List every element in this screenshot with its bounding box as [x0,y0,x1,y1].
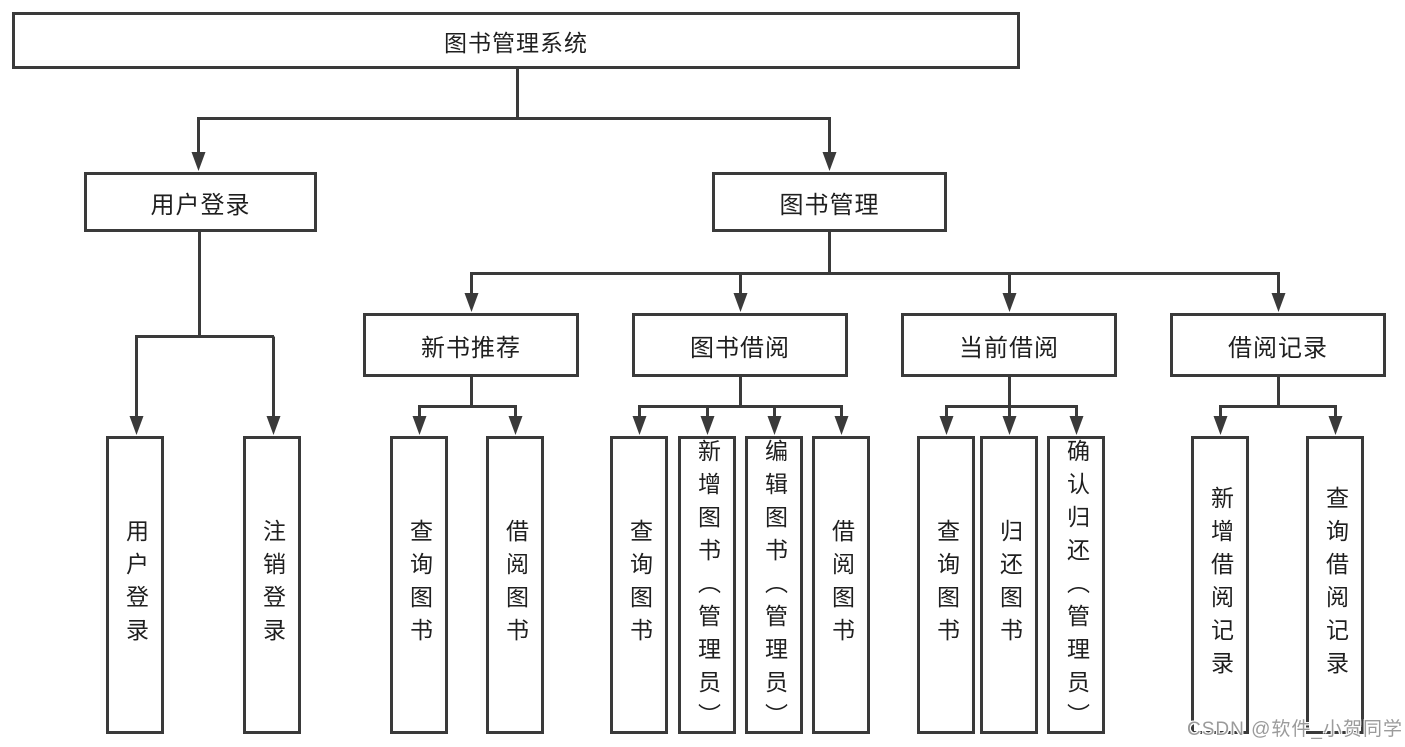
leaf-query-borrow-record: 查询借阅记录 [1306,436,1364,734]
node-user-login: 用户登录 [84,172,317,232]
node-borrow-records: 借阅记录 [1170,313,1386,377]
leaf-label: 新增借阅记录 [1207,486,1234,684]
node-current-borrow: 当前借阅 [901,313,1117,377]
leaf-borrow-books-recommend: 借阅图书 [486,436,544,734]
leaf-label: 归还图书 [996,519,1023,651]
leaf-label: 查询借阅记录 [1322,486,1349,684]
leaf-label: 借阅图书 [502,519,529,651]
leaf-query-books-recommend: 查询图书 [390,436,448,734]
leaf-label: 用户登录 [122,519,149,651]
leaf-label: 编辑图书（管理员） [761,439,788,736]
node-book-management: 图书管理 [712,172,947,232]
leaf-query-books-borrow: 查询图书 [610,436,668,734]
leaf-label: 查询图书 [626,519,653,651]
leaf-confirm-return-admin: 确认归还（管理员） [1047,436,1105,736]
leaf-add-book-admin: 新增图书（管理员） [678,436,736,736]
node-book-borrow: 图书借阅 [632,313,848,377]
watermark: CSDN @软件_小贺同学 [1187,719,1403,740]
leaf-label: 注销登录 [259,519,286,651]
leaf-label: 查询图书 [933,519,960,651]
node-root: 图书管理系统 [12,12,1020,69]
leaf-add-borrow-record: 新增借阅记录 [1191,436,1249,734]
leaf-borrow-books: 借阅图书 [812,436,870,734]
leaf-label: 借阅图书 [828,519,855,651]
leaf-label: 查询图书 [406,519,433,651]
tree-edges [135,69,1337,420]
arrow-down-heads [129,152,1343,435]
leaf-return-book: 归还图书 [980,436,1038,734]
leaf-label: 新增图书（管理员） [694,439,721,736]
leaf-edit-book-admin: 编辑图书（管理员） [745,436,803,736]
node-new-book-recommend: 新书推荐 [363,313,579,377]
leaf-query-books-current: 查询图书 [917,436,975,734]
leaf-user-login: 用户登录 [106,436,164,734]
leaf-logout: 注销登录 [243,436,301,734]
leaf-label: 确认归还（管理员） [1063,439,1090,736]
